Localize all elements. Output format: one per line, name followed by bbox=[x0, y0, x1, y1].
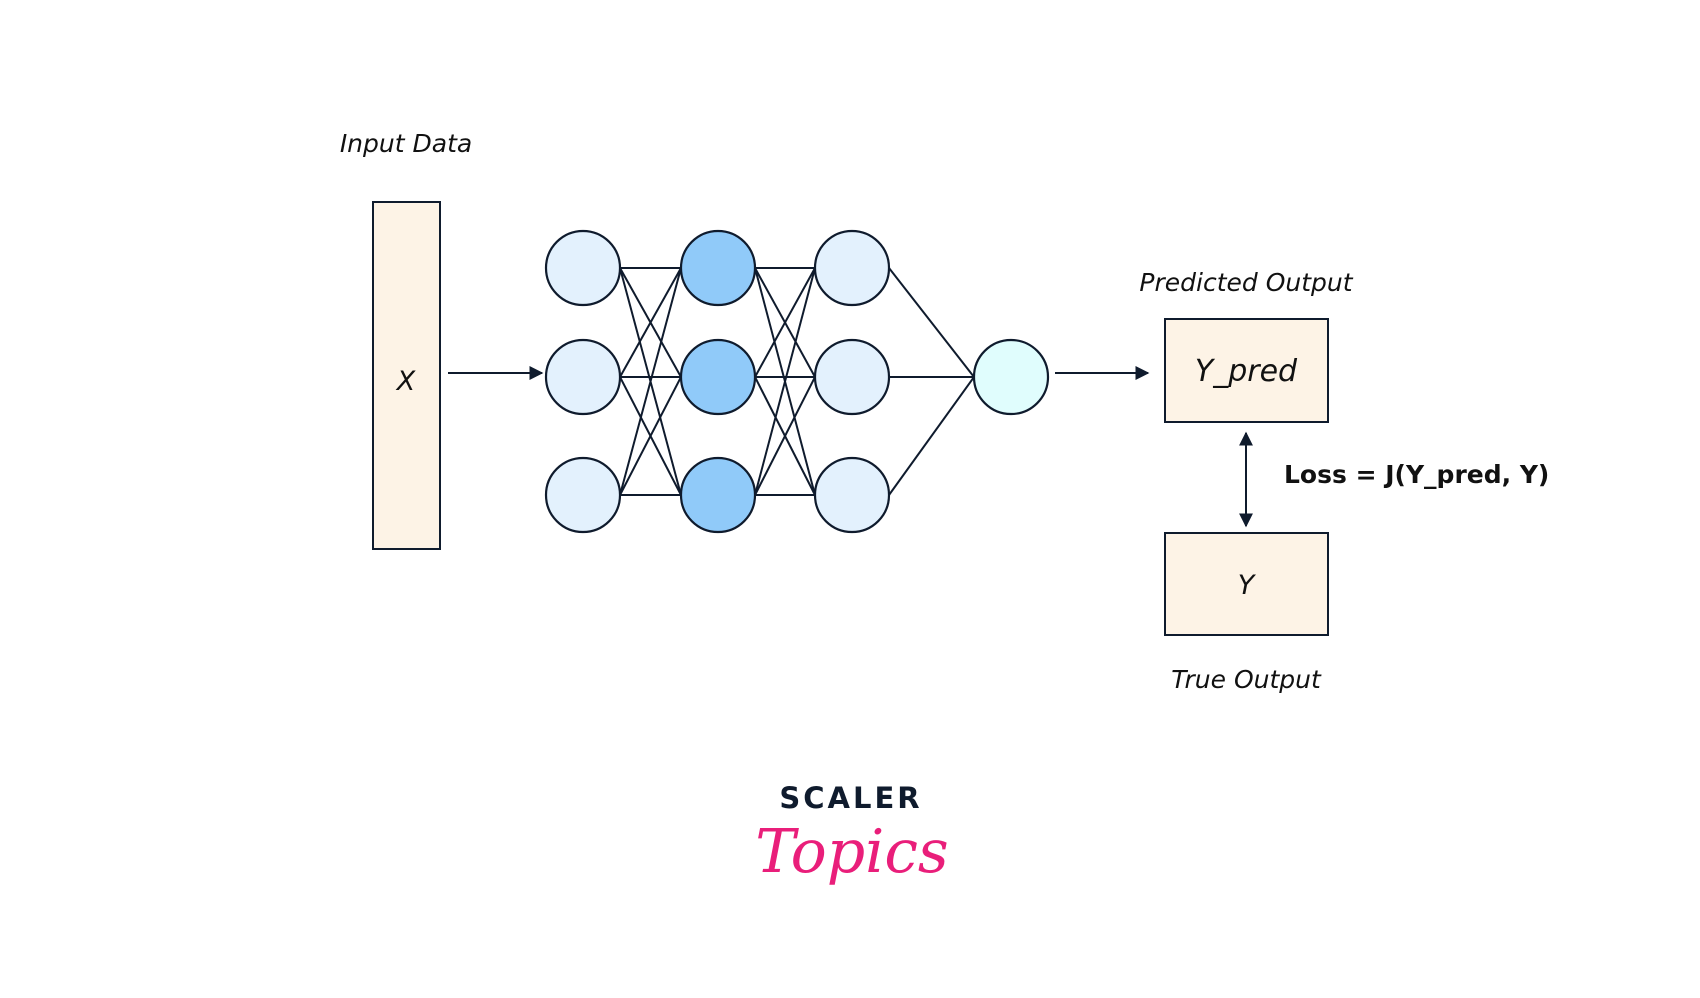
input-box: X bbox=[372, 201, 441, 550]
network-edge bbox=[619, 267, 682, 496]
network-edge bbox=[754, 267, 816, 496]
predicted-output-rect bbox=[1164, 318, 1329, 423]
predicted-output-box: Y_pred bbox=[1164, 318, 1329, 423]
logo-topics-text: Topics bbox=[755, 817, 948, 887]
network-edge bbox=[619, 267, 682, 378]
network-nodes bbox=[544, 229, 1050, 534]
input-data-label: Input Data bbox=[340, 129, 472, 158]
logo-scaler-text: SCALER bbox=[779, 781, 922, 815]
layer-2-node-3 bbox=[679, 456, 757, 534]
scaler-topics-logo: SCALER Topics bbox=[755, 781, 948, 887]
true-output-rect bbox=[1164, 532, 1329, 636]
network-connections bbox=[619, 267, 975, 496]
input-box-rect bbox=[372, 201, 441, 550]
layer-2-node-2 bbox=[679, 338, 757, 416]
network-edge bbox=[619, 376, 682, 496]
predicted-output-symbol: Y_pred bbox=[1195, 354, 1298, 389]
layer-3-node-2 bbox=[813, 338, 891, 416]
layer-2-node-1 bbox=[679, 229, 757, 307]
network-edge bbox=[888, 267, 975, 378]
layer-3-node-3 bbox=[813, 456, 891, 534]
layer-1-node-2 bbox=[544, 338, 622, 416]
layer-1-node-1 bbox=[544, 229, 622, 307]
loss-formula: Loss = J(Y_pred, Y) bbox=[1284, 460, 1549, 489]
true-output-box: Y bbox=[1164, 532, 1329, 636]
input-symbol: X bbox=[395, 366, 416, 397]
network-edge bbox=[754, 376, 816, 496]
true-output-symbol: Y bbox=[1238, 570, 1257, 601]
predicted-output-label: Predicted Output bbox=[1139, 268, 1353, 297]
network-edge bbox=[754, 267, 816, 378]
layer-1-node-3 bbox=[544, 456, 622, 534]
output-layer-node-1 bbox=[972, 338, 1050, 416]
layer-3-node-1 bbox=[813, 229, 891, 307]
network-edge bbox=[888, 376, 975, 496]
true-output-label: True Output bbox=[1171, 665, 1322, 694]
